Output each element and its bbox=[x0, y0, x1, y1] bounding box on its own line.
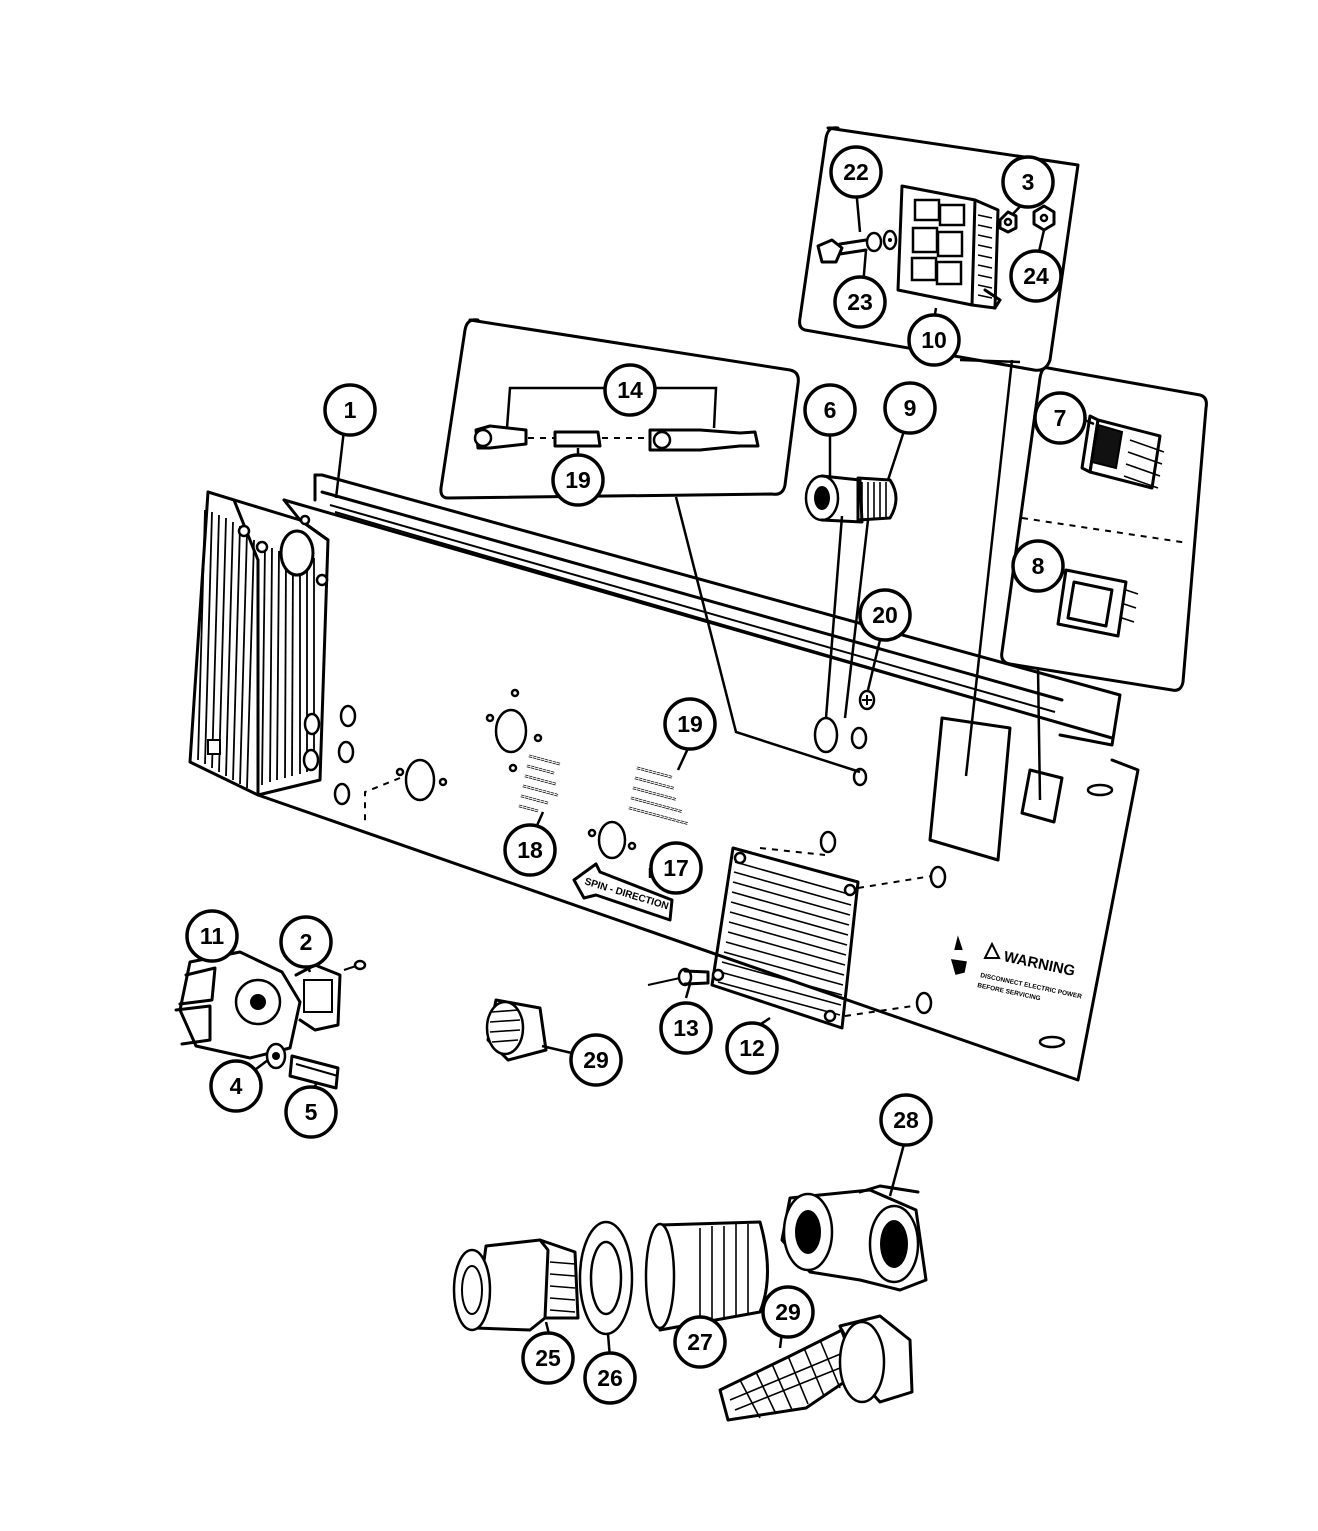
warning-title: WARNING bbox=[1002, 948, 1076, 980]
connector-set-14 bbox=[473, 386, 760, 452]
rocker-switch-8 bbox=[1056, 568, 1139, 638]
svg-text:17: 17 bbox=[663, 855, 689, 881]
callout-18: 18 bbox=[503, 823, 557, 877]
screw-2 bbox=[343, 959, 367, 971]
leader-lines bbox=[251, 187, 1095, 1359]
strainer-29 bbox=[718, 1314, 914, 1422]
svg-text:26: 26 bbox=[597, 1365, 623, 1391]
bushing-9 bbox=[856, 476, 898, 522]
svg-text:5: 5 bbox=[305, 1099, 318, 1125]
callout-4: 4 bbox=[209, 1059, 263, 1113]
nut-3 bbox=[998, 210, 1018, 234]
callout-25: 25 bbox=[521, 1331, 575, 1385]
washer-23 bbox=[882, 229, 898, 251]
svg-text:28: 28 bbox=[893, 1107, 919, 1133]
callout-20: 20 bbox=[858, 588, 912, 642]
grommet-6 bbox=[804, 474, 864, 524]
svg-text:19: 19 bbox=[677, 711, 703, 737]
callout-19-panel: 19 bbox=[663, 697, 717, 751]
svg-text:19: 19 bbox=[565, 467, 591, 493]
washer-26 bbox=[578, 1220, 634, 1336]
inset-box-connectors bbox=[439, 318, 800, 500]
svg-text:29: 29 bbox=[583, 1047, 609, 1073]
callout-26: 26 bbox=[583, 1351, 637, 1405]
svg-text:4: 4 bbox=[230, 1073, 243, 1099]
callout-29-strainer: 29 bbox=[761, 1285, 815, 1339]
callout-7: 7 bbox=[1033, 391, 1087, 445]
svg-text:13: 13 bbox=[673, 1015, 699, 1041]
svg-text:25: 25 bbox=[535, 1345, 561, 1371]
svg-text:9: 9 bbox=[904, 395, 917, 421]
svg-text:10: 10 bbox=[921, 327, 947, 353]
svg-text:2: 2 bbox=[300, 929, 313, 955]
panel-label-block-19: ========= ========== =========== =======… bbox=[627, 765, 688, 828]
warning-label: WARNING DISCONNECT ELECTRIC POWER BEFORE… bbox=[950, 935, 1083, 1002]
callout-28: 28 bbox=[879, 1093, 933, 1147]
svg-text:18: 18 bbox=[517, 837, 543, 863]
callout-9: 9 bbox=[883, 381, 937, 435]
svg-text:27: 27 bbox=[687, 1329, 713, 1355]
callout-23: 23 bbox=[833, 275, 887, 329]
cap-29 bbox=[485, 998, 548, 1062]
callout-24: 24 bbox=[1009, 249, 1063, 303]
bolt-22 bbox=[816, 231, 883, 264]
callout-17: 17 bbox=[649, 841, 703, 895]
coupling-4 bbox=[265, 1042, 287, 1070]
svg-text:11: 11 bbox=[200, 923, 225, 949]
svg-text:=====: ===== bbox=[517, 803, 539, 815]
shaft-5 bbox=[288, 1054, 340, 1090]
svg-text:6: 6 bbox=[824, 397, 837, 423]
tee-fitting-28 bbox=[780, 1184, 928, 1292]
callout-10: 10 bbox=[907, 313, 961, 367]
svg-text:24: 24 bbox=[1023, 263, 1049, 289]
svg-text:20: 20 bbox=[872, 602, 898, 628]
callout-27: 27 bbox=[673, 1315, 727, 1369]
svg-text:8: 8 bbox=[1032, 553, 1045, 579]
hose-adapter-25 bbox=[452, 1238, 580, 1332]
callout-22: 22 bbox=[829, 145, 883, 199]
callout-1: 1 bbox=[323, 383, 377, 437]
callout-12: 12 bbox=[725, 1021, 779, 1075]
callout-29-cap: 29 bbox=[569, 1033, 623, 1087]
nut-24 bbox=[1032, 204, 1056, 232]
callout-6: 6 bbox=[803, 383, 857, 437]
nipple-27 bbox=[644, 1220, 769, 1332]
grille-plate bbox=[710, 830, 947, 1030]
terminal-block bbox=[896, 184, 1002, 310]
callout-19-inset: 19 bbox=[551, 453, 605, 507]
callout-11: 11 bbox=[185, 909, 239, 963]
callout-14: 14 bbox=[603, 363, 657, 417]
svg-text:1: 1 bbox=[344, 397, 357, 423]
svg-text:12: 12 bbox=[739, 1035, 765, 1061]
svg-text:29: 29 bbox=[775, 1299, 801, 1325]
svg-text:7: 7 bbox=[1054, 405, 1067, 431]
screw-13 bbox=[647, 967, 710, 987]
svg-text:23: 23 bbox=[847, 289, 873, 315]
panel-label-block-18: ======== ======= ======== ========= ====… bbox=[517, 753, 560, 815]
rocker-switch-7 bbox=[1080, 414, 1165, 490]
callout-8: 8 bbox=[1011, 539, 1065, 593]
svg-text:22: 22 bbox=[843, 159, 869, 185]
callout-5: 5 bbox=[284, 1085, 338, 1139]
callout-3: 3 bbox=[1001, 155, 1055, 209]
callout-13: 13 bbox=[659, 1001, 713, 1055]
svg-text:14: 14 bbox=[617, 377, 643, 403]
pump-assembly-11 bbox=[174, 950, 342, 1060]
svg-text:3: 3 bbox=[1022, 169, 1035, 195]
inset-box-switches bbox=[1000, 366, 1208, 692]
callout-2: 2 bbox=[279, 915, 333, 969]
